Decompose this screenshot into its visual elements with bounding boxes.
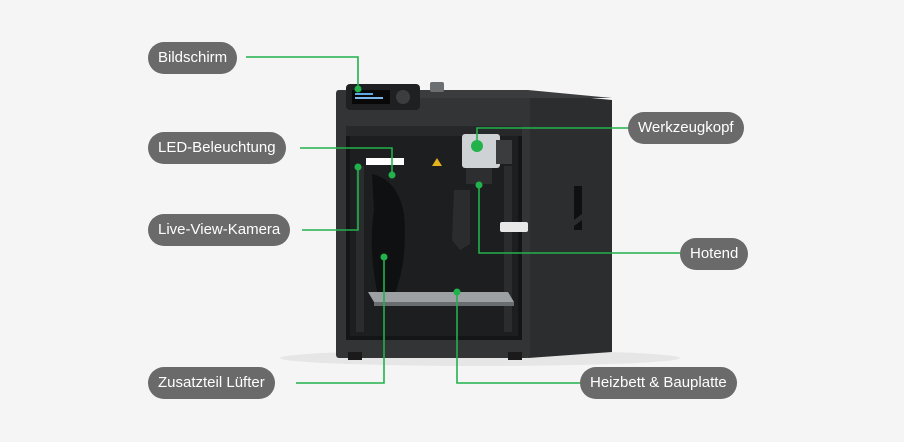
callout-lines [246,56,680,384]
printer-foot-right [508,352,522,360]
line-kamera [302,167,359,231]
screen-pixels [355,93,373,95]
line-heizbett [456,292,580,384]
line-luefter [296,257,385,384]
warning-triangle [432,158,442,166]
nozzle-tag [500,222,528,232]
line-bildschirm [246,56,359,89]
toolhead-body [462,134,500,168]
top-rail [346,126,522,136]
label-hotend: Hotend [680,238,749,270]
printer-foot-left [348,352,362,360]
hotend-block [466,168,492,184]
label-bildschirm: Bildschirm [148,42,238,74]
right-column [504,166,512,332]
toolhead-lower [452,190,470,250]
callout-dots [354,85,483,296]
label-zusatzteil-luefter: Zusatzteil Lüfter [148,367,275,399]
screen-pixels-2 [355,97,383,99]
filament-port [430,82,444,92]
label-heizbett-bauplatte: Heizbett & Bauplatte [580,367,737,399]
dot-luefter [380,253,388,261]
heatbed-edge [374,302,514,306]
label-led-beleuchtung: LED-Beleuchtung [148,132,286,164]
toolhead-side [496,140,512,164]
dot-kamera [354,163,362,171]
left-column [356,166,364,332]
dot-bildschirm [354,85,362,93]
dot-heizbett [453,288,461,296]
side-logo-bottom [574,220,582,230]
heatbed [368,292,514,302]
label-werkzeugkopf: Werkzeugkopf [628,112,744,144]
dot-led [388,171,396,179]
aux-fan-duct [371,174,405,296]
led-bar [366,158,404,165]
line-hotend [478,185,680,254]
screen-knob [396,90,410,104]
dot-hotend [475,181,483,189]
label-live-view-kamera: Live-View-Kamera [148,214,291,246]
dot-werkzeugkopf [471,140,483,152]
side-logo-top [574,186,582,220]
printer-side-panel [528,92,612,358]
line-led [300,147,393,175]
